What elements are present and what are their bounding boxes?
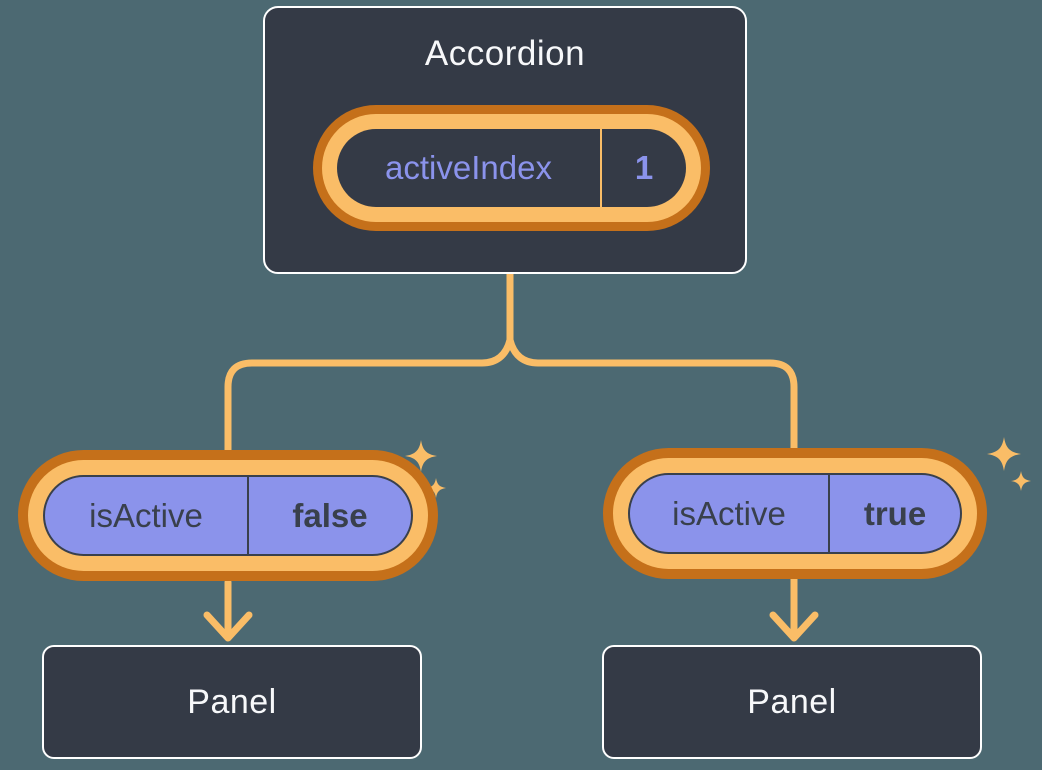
accordion-title: Accordion [424, 34, 586, 73]
state-pill-activeindex: activeIndex 1 [313, 105, 710, 231]
prop-pill-body: isActive false [43, 475, 413, 556]
arrow-left-head [203, 611, 253, 642]
state-pill-inner-ring: activeIndex 1 [322, 114, 701, 222]
prop-pill-isactive-false: isActive false [18, 450, 438, 581]
prop-value: true [863, 494, 927, 532]
sparkle-icon [987, 437, 1021, 471]
prop-pill-inner-ring: isActive true [613, 458, 977, 569]
sparkle-icon [1011, 471, 1031, 491]
panel-node-right: Panel [602, 645, 982, 759]
prop-value: false [292, 496, 368, 534]
prop-name-label: isActive [672, 494, 786, 532]
panel-node-left: Panel [42, 645, 422, 759]
prop-pill-divider [247, 477, 249, 554]
prop-pill-body: isActive true [628, 473, 962, 554]
arrow-right-head [769, 611, 819, 642]
prop-pill-isactive-true: isActive true [603, 448, 987, 579]
prop-name-label: isActive [89, 496, 203, 534]
connector-branch-right [506, 336, 798, 454]
connector-branch-left [224, 336, 514, 456]
state-pill-body: activeIndex 1 [337, 129, 686, 207]
prop-pill-divider [828, 475, 830, 552]
state-name-label: activeIndex [385, 149, 552, 186]
prop-pill-inner-ring: isActive false [28, 460, 428, 571]
state-pill-divider [600, 129, 602, 207]
accordion-node: Accordion activeIndex 1 [263, 6, 747, 274]
state-value: 1 [634, 149, 654, 186]
panel-label: Panel [187, 682, 277, 721]
panel-label: Panel [747, 682, 837, 721]
